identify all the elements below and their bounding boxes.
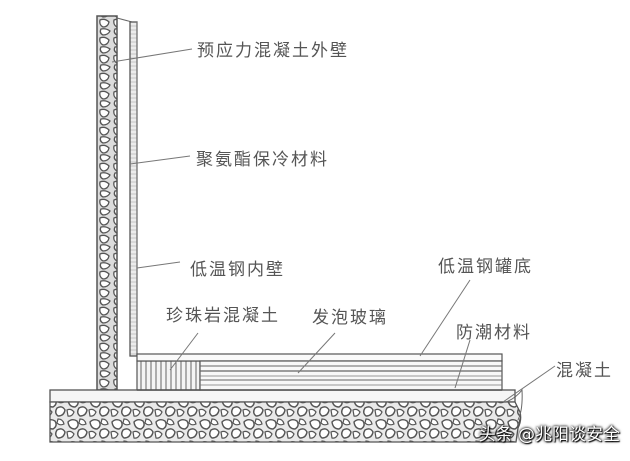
label-moisture-barrier: 防潮材料 (456, 323, 532, 343)
bottom-layers (136, 353, 503, 391)
label-perlite-concrete: 珍珠岩混凝土 (166, 306, 280, 326)
foundation-slab (49, 388, 523, 443)
label-insulation: 聚氨酯保冷材料 (196, 150, 329, 170)
label-concrete: 混凝土 (556, 361, 613, 381)
watermark: 头条 @兆阳谈安全 (478, 425, 620, 445)
label-inner-wall: 低温钢内壁 (190, 260, 285, 280)
outer-concrete-wall (96, 15, 133, 391)
label-tank-bottom: 低温钢罐底 (438, 257, 533, 277)
inner-steel-wall (129, 21, 138, 357)
label-outer-wall: 预应力混凝土外壁 (197, 41, 349, 61)
leader-lines (111, 48, 556, 403)
label-foam-glass: 发泡玻璃 (312, 308, 388, 328)
